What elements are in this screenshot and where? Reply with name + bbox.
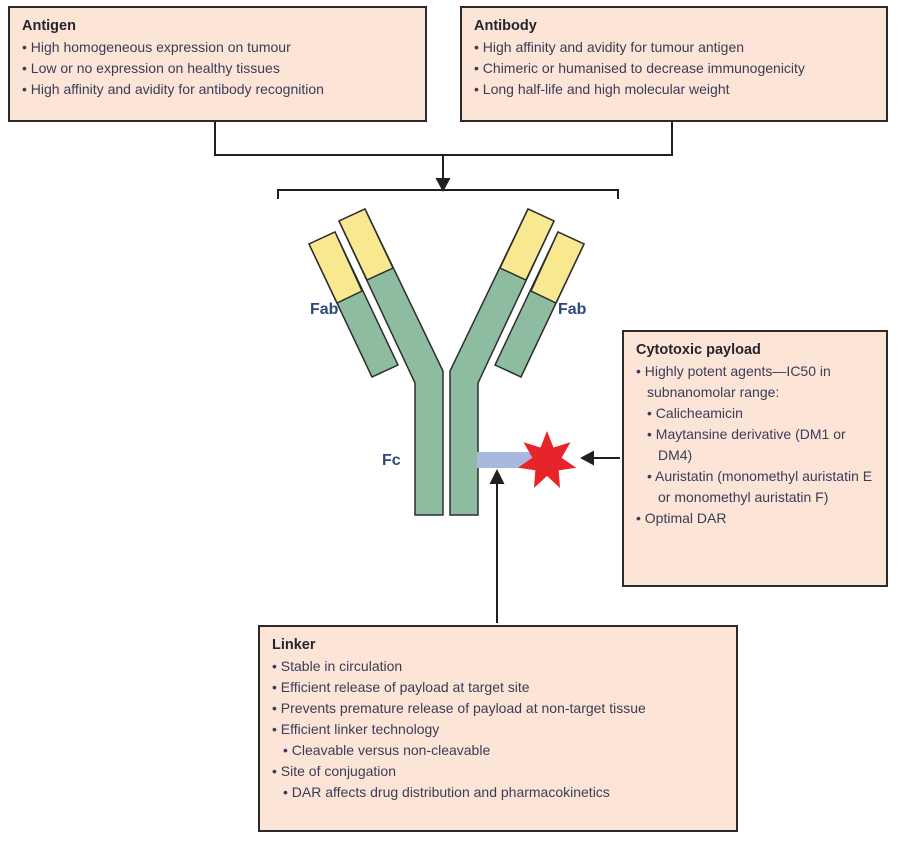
- top-connector-lines: [214, 122, 673, 180]
- payload-arrowhead-icon: [580, 450, 594, 466]
- fab-tip-light-right: [530, 231, 586, 305]
- linker-bullet: • Efficient release of payload at target…: [272, 679, 530, 695]
- linker-sub-bullet: • Cleavable versus non-cleavable: [283, 742, 491, 758]
- antibody-bullet: • Chimeric or humanised to decrease immu…: [474, 60, 805, 76]
- fab-tip-light-left: [307, 231, 363, 305]
- payload-bullet: • Highly potent agents—IC50 in subnanomo…: [636, 363, 831, 400]
- cytotoxic-payload-box-title: Cytotoxic payload: [636, 342, 761, 358]
- fc-label: Fc: [382, 452, 401, 469]
- linker-bullet: • Prevents premature release of payload …: [272, 700, 646, 716]
- bracket: [277, 189, 619, 199]
- fab-label-left: Fab: [310, 301, 339, 318]
- fab-tip-heavy-right: [498, 208, 556, 281]
- payload-sub-bullet: • Auristatin (monomethyl auristatin E or…: [647, 468, 873, 505]
- down-arrowhead-icon: [435, 178, 451, 192]
- antibody-box: Antibody • High affinity and avidity for…: [460, 6, 888, 122]
- payload-sub-bullet: • Calicheamicin: [647, 405, 743, 421]
- fab-label-right: Fab: [558, 301, 587, 318]
- antigen-box: Antigen • High homogeneous expression on…: [8, 6, 427, 122]
- antibody-bullet: • Long half-life and high molecular weig…: [474, 81, 730, 97]
- linker-arrowhead-icon: [489, 469, 505, 484]
- antigen-bullet: • High affinity and avidity for antibody…: [22, 81, 324, 97]
- payload-bullet: • Optimal DAR: [636, 510, 727, 526]
- linker-bullet: • Stable in circulation: [272, 658, 403, 674]
- antigen-bullet: • High homogeneous expression on tumour: [22, 39, 291, 55]
- linker-box-title: Linker: [272, 637, 316, 653]
- cytotoxic-payload-box: Cytotoxic payload • Highly potent agents…: [622, 330, 888, 587]
- antibody-bullet: • High affinity and avidity for tumour a…: [474, 39, 745, 55]
- antibody-box-title: Antibody: [474, 18, 537, 34]
- antigen-box-title: Antigen: [22, 18, 76, 34]
- linker-box: Linker • Stable in circulation • Efficie…: [258, 625, 738, 832]
- fab-tip-heavy-left: [337, 208, 395, 281]
- linker-sub-bullet: • DAR affects drug distribution and phar…: [283, 784, 610, 800]
- linker-bullet: • Site of conjugation: [272, 763, 396, 779]
- antigen-bullet: • Low or no expression on healthy tissue…: [22, 60, 280, 76]
- payload-star-icon: [517, 431, 577, 488]
- payload-sub-bullet: • Maytansine derivative (DM1 or DM4): [647, 426, 846, 463]
- linker-bullet: • Efficient linker technology: [272, 721, 440, 737]
